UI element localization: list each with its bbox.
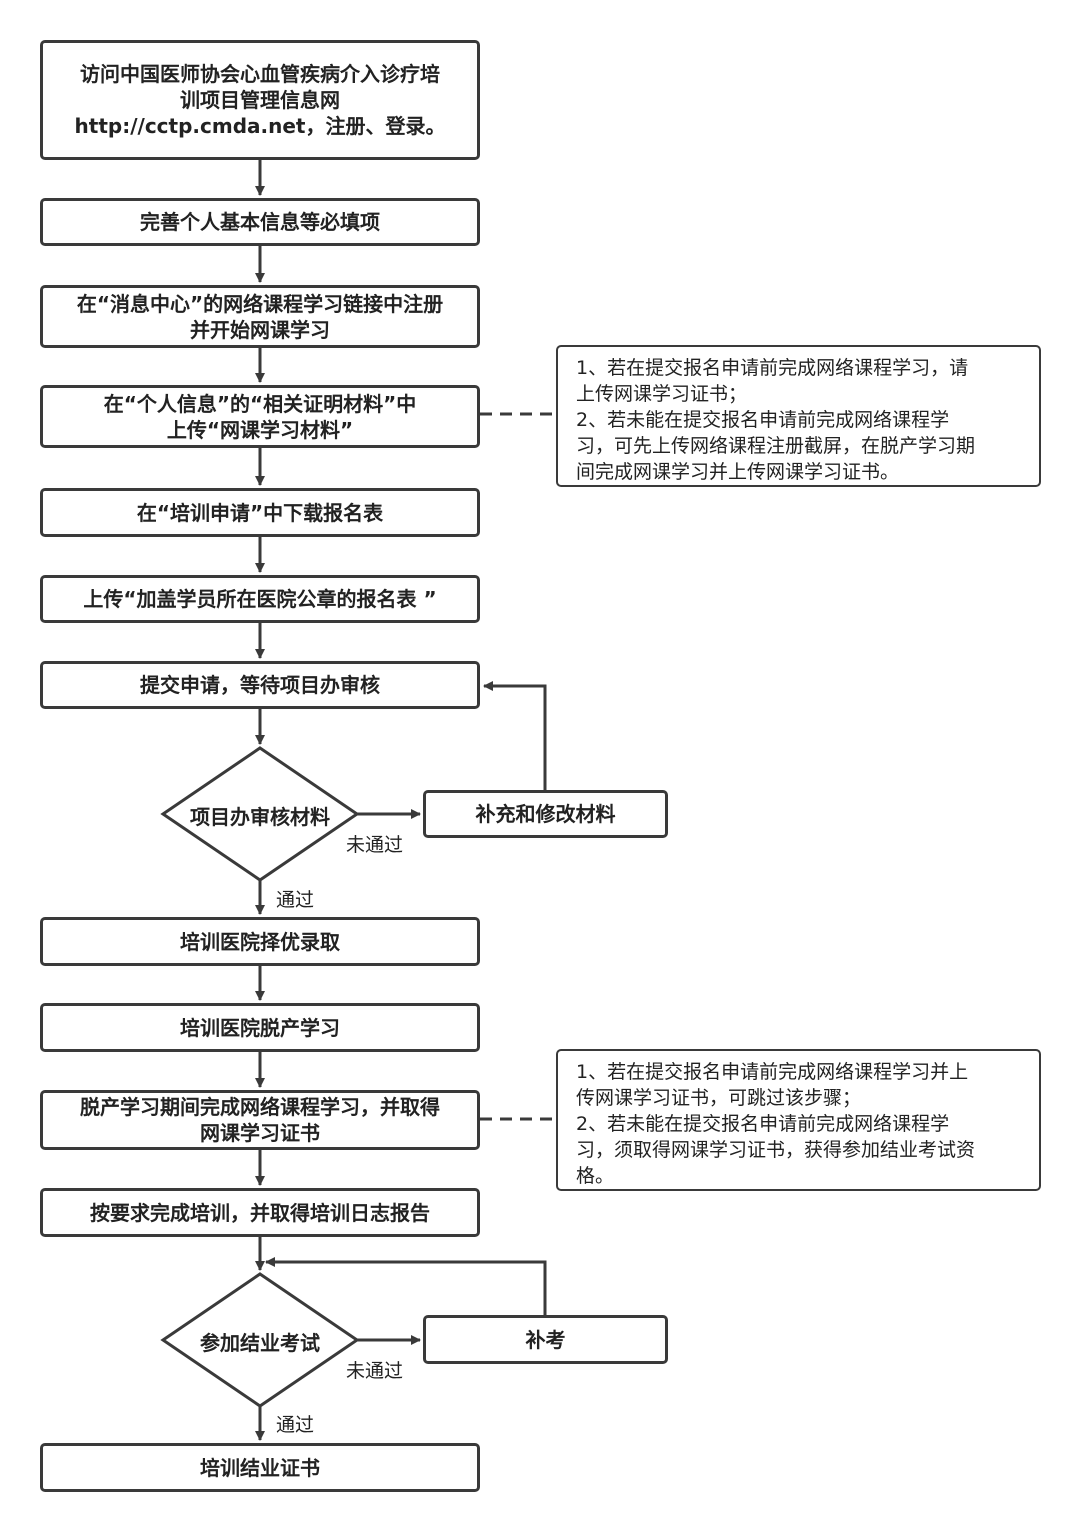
step-register-line3: http://cctp.cmda.net，注册、登录。 [74,114,446,138]
step-complete-info: 完善个人基本信息等必填项 [40,198,480,246]
label-pass-exam: 通过 [276,1414,315,1436]
step-certificate-text: 培训结业证书 [200,1455,320,1480]
step-submit: 提交申请，等待项目办审核 [40,661,480,709]
arrow-r1-s7 [483,681,547,790]
step-supplement: 补充和修改材料 [423,790,668,838]
note-upload-material: 1、若在提交报名申请前完成网络课程学习，请 上传网课学习证书； 2、若未能在提交… [556,345,1041,487]
step-course-register: 在“消息中心”的网络课程学习链接中注册并开始网课学习 [40,285,480,348]
step-makeup-exam: 补考 [423,1315,668,1364]
note-online-certificate-line3: 2、若未能在提交报名申请前完成网络课程学 [576,1113,950,1135]
step-study-text: 培训医院脱产学习 [180,1015,340,1040]
decision-review-label: 项目办审核材料 [190,805,330,829]
step-training-log: 按要求完成培训，并取得培训日志报告 [40,1188,480,1237]
arrow-r2-d2 [265,1257,547,1315]
step-upload-material: 在“个人信息”的“相关证明材料”中上传“网课学习材料” [40,385,480,448]
note-upload-material-line5: 间完成网课学习并上传网课学习证书。 [576,461,900,483]
step-admission: 培训医院择优录取 [40,917,480,966]
step-admission-text: 培训医院择优录取 [180,929,340,954]
note-upload-material-line4: 习，可先上传网络课程注册截屏，在脱产学习期 [576,435,976,457]
step-register-line2: 训项目管理信息网 [180,88,340,112]
note-online-certificate-line1: 1、若在提交报名申请前完成网络课程学习并上 [576,1061,969,1083]
step-submit-text: 提交申请，等待项目办审核 [140,673,380,697]
step-makeup-exam-text: 补考 [525,1327,566,1352]
note-online-certificate-line2: 传网课学习证书，可跳过该步骤； [576,1087,862,1109]
decision-exam-label: 参加结业考试 [200,1331,320,1355]
label-fail-exam: 未通过 [346,1360,404,1382]
step-study: 培训医院脱产学习 [40,1003,480,1052]
label-pass-review: 通过 [276,889,315,911]
step-upload-material-line2: 上传“网课学习材料” [166,417,354,442]
step-complete-info-text: 完善个人基本信息等必填项 [140,210,380,234]
step-online-certificate: 脱产学习期间完成网络课程学习，并取得网课学习证书 [40,1090,480,1150]
step-upload-form-text: 上传“加盖学员所在医院公章的报名表 ” [83,587,437,611]
decision-review-shape [160,746,360,882]
step-online-certificate-line2: 网课学习证书 [200,1121,320,1145]
step-upload-material-line1: 在“个人信息”的“相关证明材料”中 [103,391,417,416]
note-upload-material-line3: 2、若未能在提交报名申请前完成网络课程学 [576,409,950,431]
step-upload-form: 上传“加盖学员所在医院公章的报名表 ” [40,575,480,623]
step-certificate: 培训结业证书 [40,1443,480,1492]
note-upload-material-line2: 上传网课学习证书； [576,383,748,405]
step-online-certificate-line1: 脱产学习期间完成网络课程学习，并取得 [80,1095,440,1119]
decision-exam-shape [160,1272,360,1408]
note-online-certificate-line4: 习，须取得网课学习证书，获得参加结业考试资 [576,1139,976,1161]
step-course-register-line1: 在“消息中心”的网络课程学习链接中注册 [76,291,444,316]
note-upload-material-line1: 1、若在提交报名申请前完成网络课程学习，请 [576,357,969,379]
label-fail-review: 未通过 [346,834,404,856]
note-online-certificate-line5: 格。 [576,1165,615,1187]
step-supplement-text: 补充和修改材料 [475,802,616,826]
step-download-form: 在“培训申请”中下载报名表 [40,488,480,537]
step-download-form-text: 在“培训申请”中下载报名表 [136,500,384,525]
note-online-certificate: 1、若在提交报名申请前完成网络课程学习并上 传网课学习证书，可跳过该步骤； 2、… [556,1049,1041,1191]
step-register-line1: 访问中国医师协会心血管疾病介入诊疗培 [80,62,440,86]
step-training-log-text: 按要求完成培训，并取得培训日志报告 [90,1200,430,1225]
step-course-register-line2: 并开始网课学习 [189,317,330,342]
